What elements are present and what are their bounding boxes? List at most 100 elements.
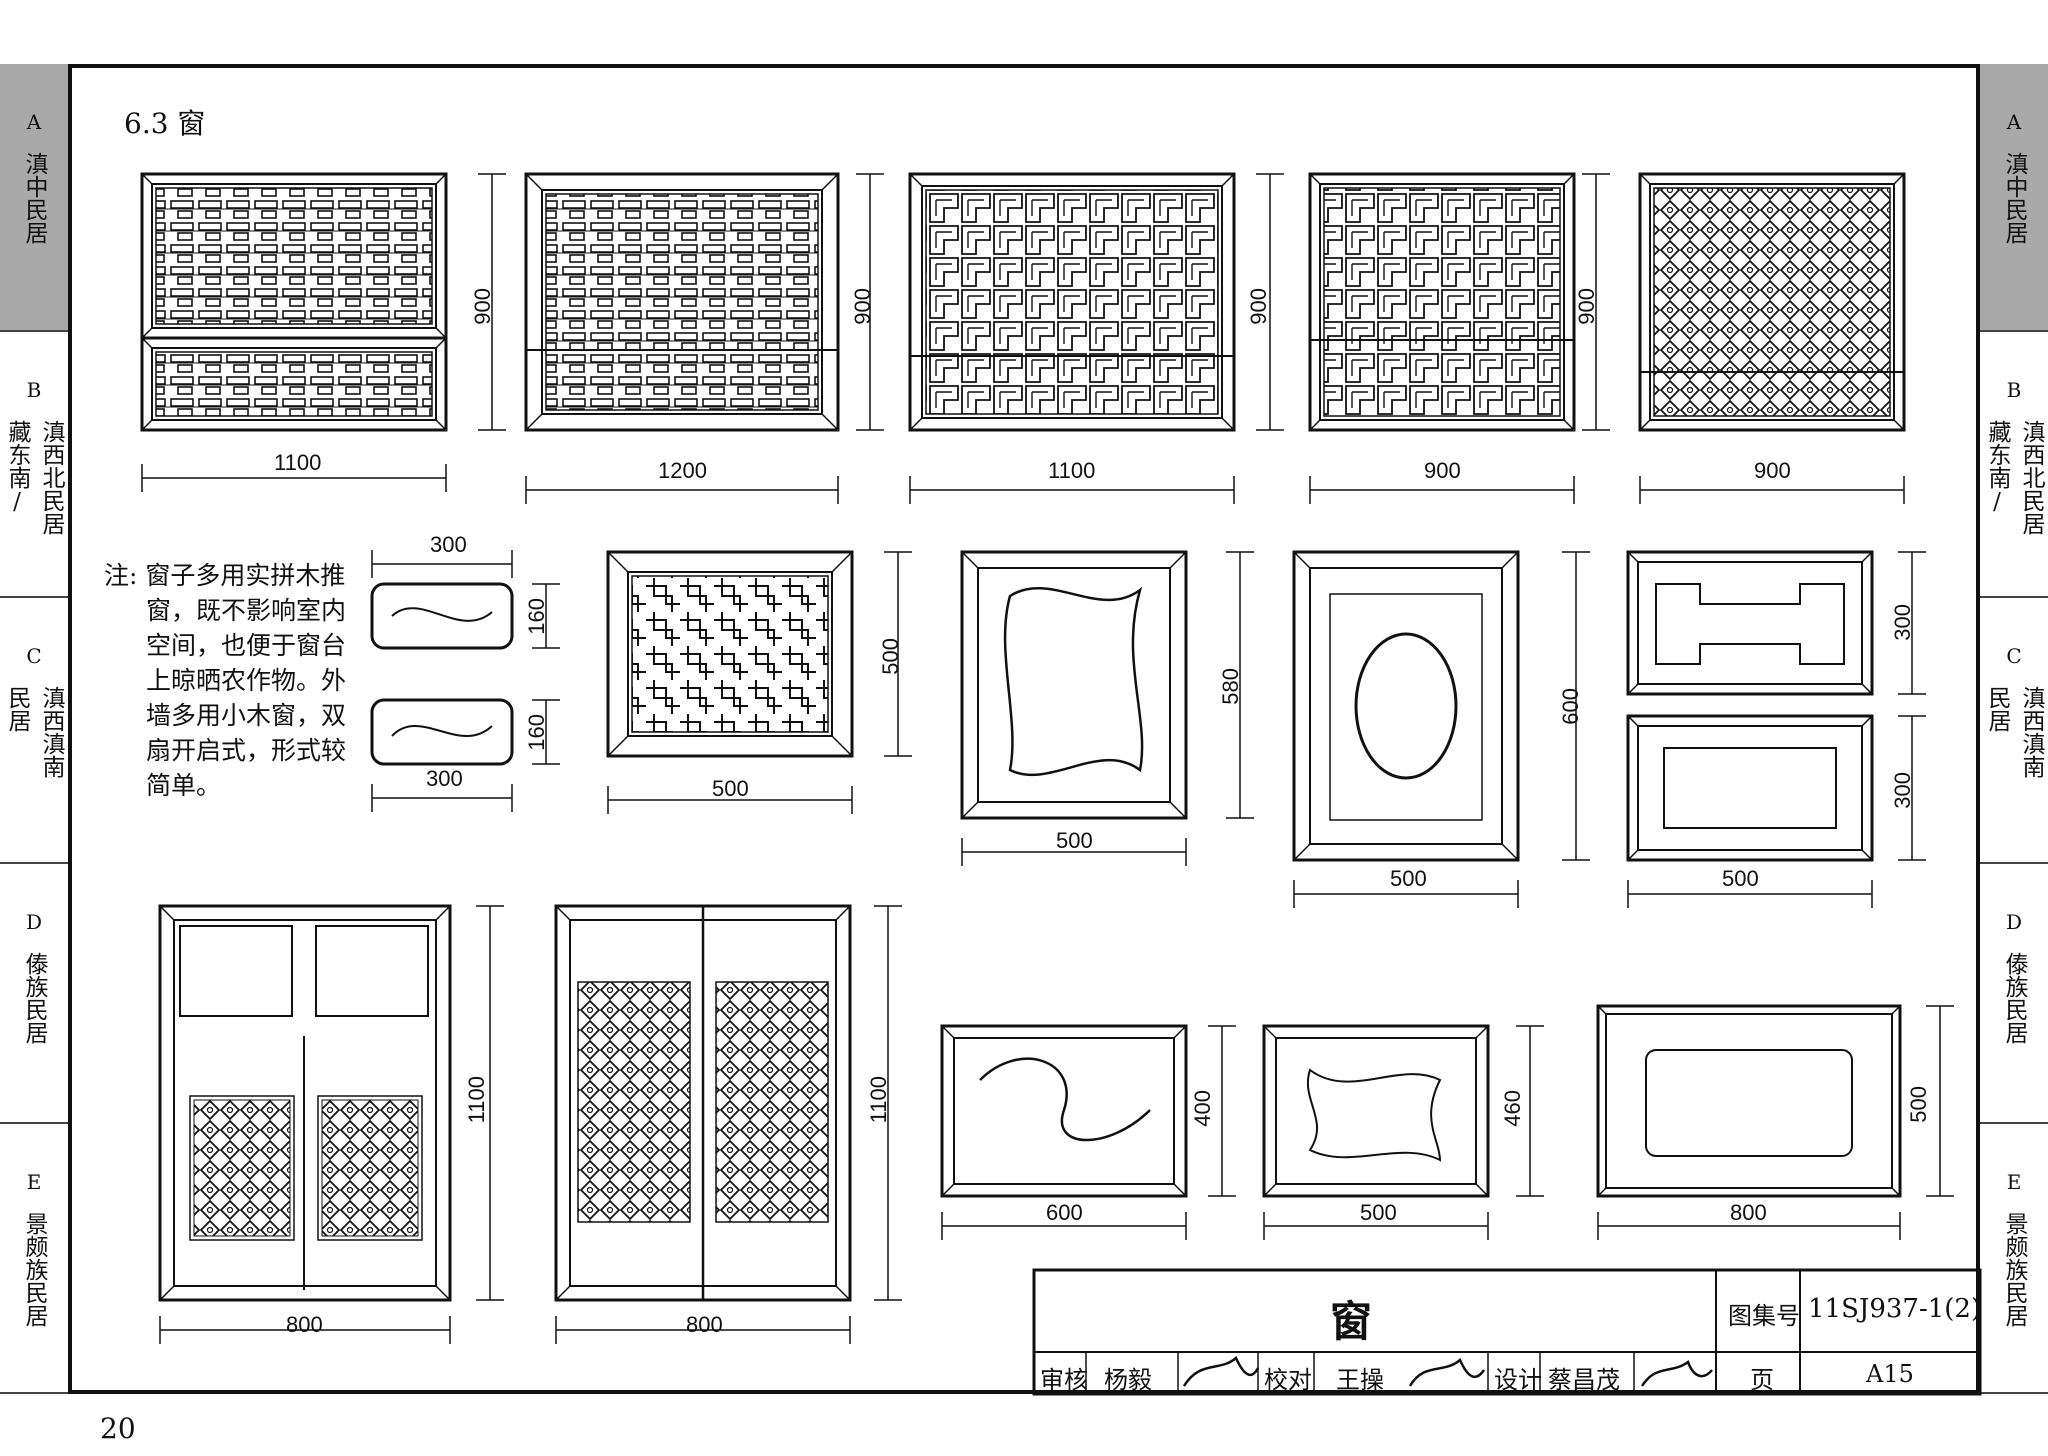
window-r3-3-miter — [941, 1025, 955, 1039]
window-r1-5-outer — [1638, 172, 1906, 432]
window-r1-4-outer — [1308, 172, 1576, 432]
door-r3-2-lattice-left — [577, 981, 691, 1223]
window-r3-5-miter — [1597, 1187, 1607, 1197]
reviewer-name: 杨毅 — [1104, 1366, 1152, 1394]
window-r1-1-bottom-miter — [435, 419, 447, 431]
dim-small-w-top: 300 — [430, 532, 467, 557]
window-r2-1-miter — [831, 735, 853, 757]
window-r3-5-miter — [1891, 1187, 1901, 1197]
dim-row3-h2: 1100 — [866, 1076, 891, 1124]
reviewer-signature — [1182, 1355, 1260, 1387]
window-r1-2-miter — [821, 173, 839, 191]
tab-label: 滇西北民居藏东南/ — [1984, 420, 2044, 535]
window-r3-5-outer — [1596, 1004, 1902, 1198]
small-window-top-carving — [391, 607, 493, 622]
window-r1-2-pattern — [545, 193, 819, 411]
dim-row3-h1: 1100 — [464, 1076, 489, 1124]
atlas-number: 11SJ937-1(2) — [1808, 1294, 1982, 1324]
dim-row3-w1: 800 — [286, 1312, 323, 1337]
dim-row2-h3: 600 — [1558, 688, 1583, 725]
title-block-border — [1032, 1268, 1982, 1396]
window-r3-4-miter — [1475, 1025, 1489, 1039]
window-r2-3-miter — [1501, 551, 1519, 569]
window-r1-1-top-miter — [141, 173, 153, 185]
dim-row3-w4: 500 — [1360, 1200, 1397, 1225]
window-r1-1-bottom-outer — [140, 336, 448, 432]
dim-small-h-top: 160 — [524, 598, 549, 635]
dim-row3-w5: 800 — [1730, 1200, 1767, 1225]
section-title: 6.3 窗 — [124, 107, 206, 140]
window-r1-3-outer — [908, 172, 1236, 432]
door-r3-1-outer — [158, 904, 452, 1302]
dim-row2-h2: 580 — [1218, 668, 1243, 705]
door-r3-2-lattice-right — [715, 981, 829, 1223]
window-r2-2-outer — [960, 550, 1188, 820]
designer-signature — [1640, 1360, 1713, 1387]
window-r3-4-carving — [1306, 1068, 1442, 1162]
window-r1-1-bottom-miter — [435, 337, 447, 349]
window-r3-4-miter — [1475, 1183, 1489, 1197]
window-r1-1-bottom-miter — [141, 337, 153, 349]
window-r1-2-outer — [524, 172, 840, 432]
window-r3-4-inner — [1275, 1037, 1477, 1185]
tab-label: 滇西滇南民居 — [1984, 686, 2044, 778]
dim-row2-w3: 500 — [1390, 866, 1427, 891]
review-label: 审核 — [1040, 1366, 1088, 1394]
window-r2-4-top-inner — [1637, 561, 1863, 685]
window-r2-2-miter — [1169, 801, 1187, 819]
dim-row2-h4b: 300 — [1890, 772, 1915, 809]
window-r1-5-miter — [1639, 173, 1651, 185]
window-r1-2-miter — [525, 413, 543, 431]
tab-label: 景颇族民居 — [21, 1212, 47, 1327]
dim-row1-w4: 900 — [1424, 458, 1461, 483]
dim-row3-h3: 400 — [1190, 1090, 1215, 1127]
window-r2-4-top-fret — [1655, 583, 1845, 665]
window-r2-4-bottom-outer — [1626, 714, 1874, 862]
dim-row3-w3: 600 — [1046, 1200, 1083, 1225]
left-tab-e[interactable]: E 景颇族民居 — [0, 1124, 68, 1394]
window-r2-3-miter — [1293, 843, 1311, 861]
drawing-title: 窗 — [1330, 1297, 1373, 1346]
window-r1-4-miter — [1309, 419, 1321, 431]
window-r2-2-miter — [1169, 551, 1187, 569]
dim-row2-h1: 500 — [878, 638, 903, 675]
dim-row1-w2: 1200 — [658, 458, 707, 483]
design-label: 设计 — [1494, 1366, 1542, 1394]
door-r3-1-miter — [159, 905, 175, 921]
tab-label: 滇中民居 — [2001, 152, 2027, 244]
tab-label: 景颇族民居 — [2001, 1212, 2027, 1327]
window-r1-3-miter — [1221, 417, 1235, 431]
window-r1-1-top-miter — [141, 327, 153, 339]
page-label: 页 — [1750, 1366, 1774, 1394]
window-r2-2-cartouche — [1003, 586, 1144, 777]
door-r3-1-lattice-frame — [189, 1095, 295, 1241]
window-r3-3-inner — [953, 1037, 1175, 1185]
door-r3-1-miter — [435, 905, 451, 921]
window-r2-4-bottom-inner — [1637, 725, 1863, 851]
right-tab-e[interactable]: E 景颇族民居 — [1980, 1124, 2048, 1394]
window-r2-4-top-outer — [1626, 550, 1874, 696]
door-r3-2-miter — [555, 905, 571, 921]
dim-row3-h4: 460 — [1500, 1090, 1525, 1127]
window-r1-4-miter — [1563, 173, 1575, 185]
dim-row1-w1: 1100 — [274, 450, 322, 475]
door-r3-2-miter — [835, 905, 851, 921]
tab-letter: E — [26, 1170, 42, 1194]
window-r2-1-outer — [606, 550, 854, 758]
window-r3-4-outer — [1262, 1024, 1490, 1198]
small-window-bottom — [370, 698, 514, 766]
dim-row2-h4a: 300 — [1890, 604, 1915, 641]
tab-letter: E — [2006, 1170, 2022, 1194]
dim-row2-w4: 500 — [1722, 866, 1759, 891]
window-r2-4-bottom-miter — [1627, 849, 1639, 861]
